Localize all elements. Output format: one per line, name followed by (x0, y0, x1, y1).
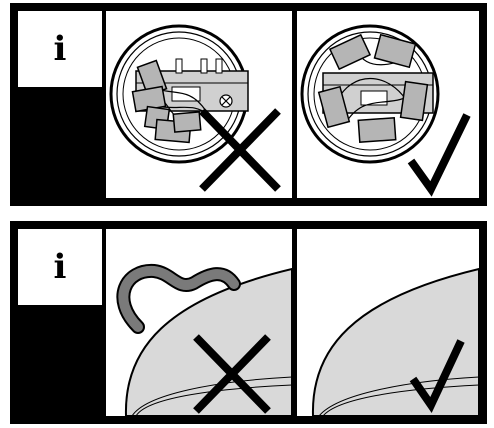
info-icon: i (18, 11, 102, 87)
terminal-connectors (131, 59, 202, 144)
incorrect-cable-arrangement (106, 11, 292, 198)
info-icon-letter: i (53, 29, 67, 69)
check-mark-icon (409, 339, 465, 413)
incorrect-cord-placement (106, 229, 292, 416)
terminal-connectors (317, 33, 429, 144)
check-mark-icon (407, 113, 471, 197)
info-icon: i (18, 229, 102, 305)
instruction-panel-bottom: i (10, 221, 487, 424)
correct-cord-placement (297, 229, 479, 416)
power-cord (116, 263, 241, 334)
cross-mark-icon (193, 334, 271, 414)
correct-cable-arrangement (297, 11, 479, 198)
lamp-canopy (124, 267, 292, 416)
lamp-canopy (311, 267, 479, 416)
cross-mark-icon (199, 108, 281, 192)
info-icon-letter: i (53, 247, 67, 287)
instruction-panel-top: i (10, 3, 487, 206)
